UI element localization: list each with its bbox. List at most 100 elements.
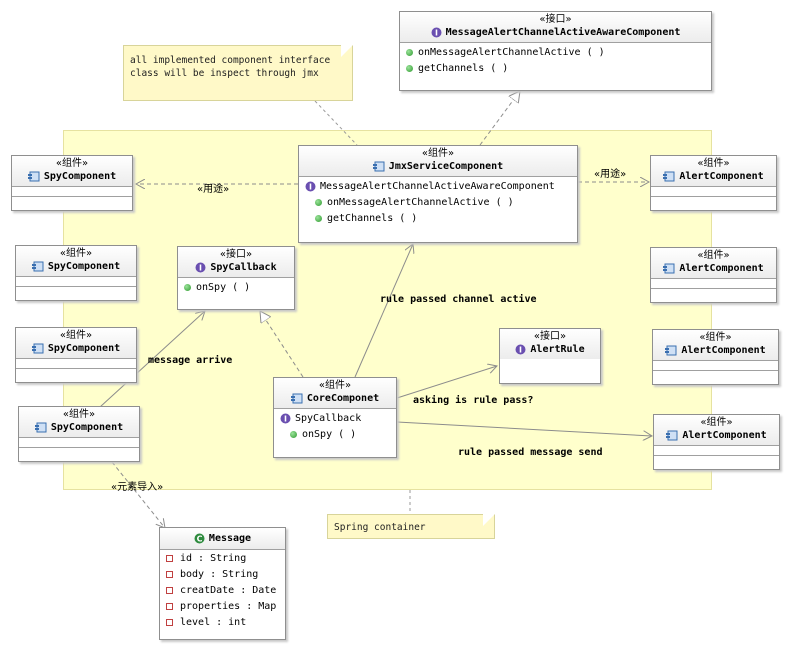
note-jmx-inspection: all implemented component interface clas… bbox=[123, 45, 353, 101]
interface-icon: I bbox=[515, 344, 526, 354]
interface-icon: I bbox=[195, 262, 206, 272]
association-core-alert bbox=[396, 421, 652, 436]
component-alert-2[interactable]: «组件» AlertComponent bbox=[650, 247, 777, 303]
svg-text:I: I bbox=[435, 28, 438, 37]
component-icon bbox=[663, 171, 675, 181]
attribute-label: creatDate : Date bbox=[180, 585, 277, 596]
stereotype-label: «组件» bbox=[62, 409, 96, 420]
svg-text:I: I bbox=[284, 414, 287, 423]
component-icon bbox=[34, 422, 47, 432]
component-icon bbox=[665, 345, 677, 355]
stereotype-label: «接口» bbox=[539, 14, 572, 25]
attribute-icon bbox=[166, 618, 173, 626]
import-spy-message bbox=[111, 461, 165, 528]
operation-label: getChannels ( ) bbox=[418, 63, 509, 74]
interface-icon: I bbox=[305, 181, 316, 191]
component-spy-1[interactable]: «组件» SpyComponent bbox=[11, 155, 133, 211]
attribute-label: properties : Map bbox=[180, 601, 277, 612]
stereotype-label: «组件» bbox=[59, 248, 93, 259]
component-icon bbox=[290, 393, 303, 403]
stereotype-label: «组件» bbox=[318, 380, 352, 391]
class-name: AlertRule bbox=[530, 344, 585, 355]
realized-interface-label: MessageAlertChannelActiveAwareComponent bbox=[320, 181, 555, 192]
attribute-icon bbox=[166, 554, 173, 562]
class-name: SpyCallback bbox=[210, 262, 277, 273]
association-spy-spycallback bbox=[99, 311, 205, 408]
component-alert-4[interactable]: «组件» AlertComponent bbox=[653, 414, 780, 470]
svg-text:C: C bbox=[196, 534, 202, 543]
edge-label-use-right: «用途» bbox=[594, 169, 627, 180]
component-spy-3[interactable]: «组件» SpyComponent bbox=[15, 327, 137, 383]
realized-interface-label: SpyCallback bbox=[295, 413, 362, 424]
operation-label: getChannels ( ) bbox=[327, 213, 418, 224]
association-core-jmx bbox=[354, 244, 413, 378]
component-icon bbox=[31, 343, 44, 353]
class-name: AlertComponent bbox=[679, 263, 764, 274]
operation-label: onSpy ( ) bbox=[196, 282, 251, 293]
operation-icon bbox=[406, 64, 413, 72]
class-name: SpyComponent bbox=[50, 422, 124, 433]
component-core[interactable]: «组件» CoreComponet I SpyCallback onSpy ( ) bbox=[273, 377, 397, 458]
class-name: CoreComponet bbox=[306, 393, 380, 404]
class-name: AlertComponent bbox=[682, 430, 767, 441]
class-name: Message bbox=[208, 533, 252, 544]
class-name: SpyComponent bbox=[47, 343, 121, 354]
component-icon bbox=[663, 263, 675, 273]
edge-label-rule-passed-message-send: rule passed message send bbox=[458, 447, 603, 458]
stereotype-label: «组件» bbox=[699, 332, 732, 343]
note-spring-container: Spring container bbox=[327, 514, 495, 539]
operation-icon bbox=[290, 430, 297, 438]
class-name: AlertComponent bbox=[679, 171, 764, 182]
edge-label-element-import: «元素导入» bbox=[111, 482, 164, 493]
interface-icon: I bbox=[280, 413, 291, 423]
attribute-label: id : String bbox=[180, 553, 247, 564]
svg-text:I: I bbox=[199, 263, 202, 272]
realization-jmx-interface bbox=[479, 91, 520, 146]
attribute-icon bbox=[166, 586, 173, 594]
stereotype-label: «组件» bbox=[421, 148, 455, 159]
attribute-label: level : int bbox=[180, 617, 247, 628]
association-core-alertrule bbox=[396, 366, 497, 399]
interface-message-alert-channel-active-aware[interactable]: «接口» I MessageAlertChannelActiveAwareComp… bbox=[399, 11, 712, 91]
stereotype-label: «组件» bbox=[697, 158, 730, 169]
class-name: JmxServiceComponent bbox=[388, 161, 504, 172]
stereotype-label: «组件» bbox=[700, 417, 733, 428]
edge-label-rule-passed-channel-active: rule passed channel active bbox=[380, 294, 537, 305]
attribute-label: body : String bbox=[180, 569, 259, 580]
stereotype-label: «接口» bbox=[219, 249, 253, 260]
class-name: MessageAlertChannelActiveAwareComponent bbox=[445, 27, 681, 38]
edge-label-asking-rule: asking is rule pass? bbox=[413, 395, 534, 406]
stereotype-label: «组件» bbox=[697, 250, 730, 261]
component-jmx-service[interactable]: «组件» JmxServiceComponent I MessageAlertCh… bbox=[298, 145, 578, 243]
realization-core-spycallback bbox=[260, 311, 304, 378]
attribute-icon bbox=[166, 602, 173, 610]
class-name: SpyComponent bbox=[43, 171, 117, 182]
class-message[interactable]: C Message id : String body : String creat… bbox=[159, 527, 286, 640]
class-name: SpyComponent bbox=[47, 261, 121, 272]
operation-label: onMessageAlertChannelActive ( ) bbox=[418, 47, 605, 58]
stereotype-label: «组件» bbox=[59, 330, 93, 341]
operation-label: onSpy ( ) bbox=[302, 429, 357, 440]
component-alert-3[interactable]: «组件» AlertComponent bbox=[652, 329, 779, 385]
component-icon bbox=[666, 430, 678, 440]
stereotype-label: «接口» bbox=[533, 331, 567, 342]
interface-spy-callback[interactable]: «接口» I SpyCallback onSpy ( ) bbox=[177, 246, 295, 310]
component-icon bbox=[27, 171, 40, 181]
note-anchor-jmx bbox=[314, 100, 358, 146]
interface-alert-rule[interactable]: «接口» I AlertRule bbox=[499, 328, 601, 384]
component-icon bbox=[372, 161, 385, 171]
component-spy-4[interactable]: «组件» SpyComponent bbox=[18, 406, 140, 462]
interface-icon: I bbox=[431, 27, 442, 37]
operation-label: onMessageAlertChannelActive ( ) bbox=[327, 197, 514, 208]
stereotype-label: «组件» bbox=[55, 158, 89, 169]
component-icon bbox=[31, 261, 44, 271]
edge-label-message-arrive: message arrive bbox=[148, 355, 233, 366]
operation-icon bbox=[184, 283, 191, 291]
component-spy-2[interactable]: «组件» SpyComponent bbox=[15, 245, 137, 301]
operation-icon bbox=[406, 48, 413, 56]
class-name: AlertComponent bbox=[681, 345, 766, 356]
attribute-icon bbox=[166, 570, 173, 578]
component-alert-1[interactable]: «组件» AlertComponent bbox=[650, 155, 777, 211]
edge-label-use-left: «用途» bbox=[197, 184, 230, 195]
